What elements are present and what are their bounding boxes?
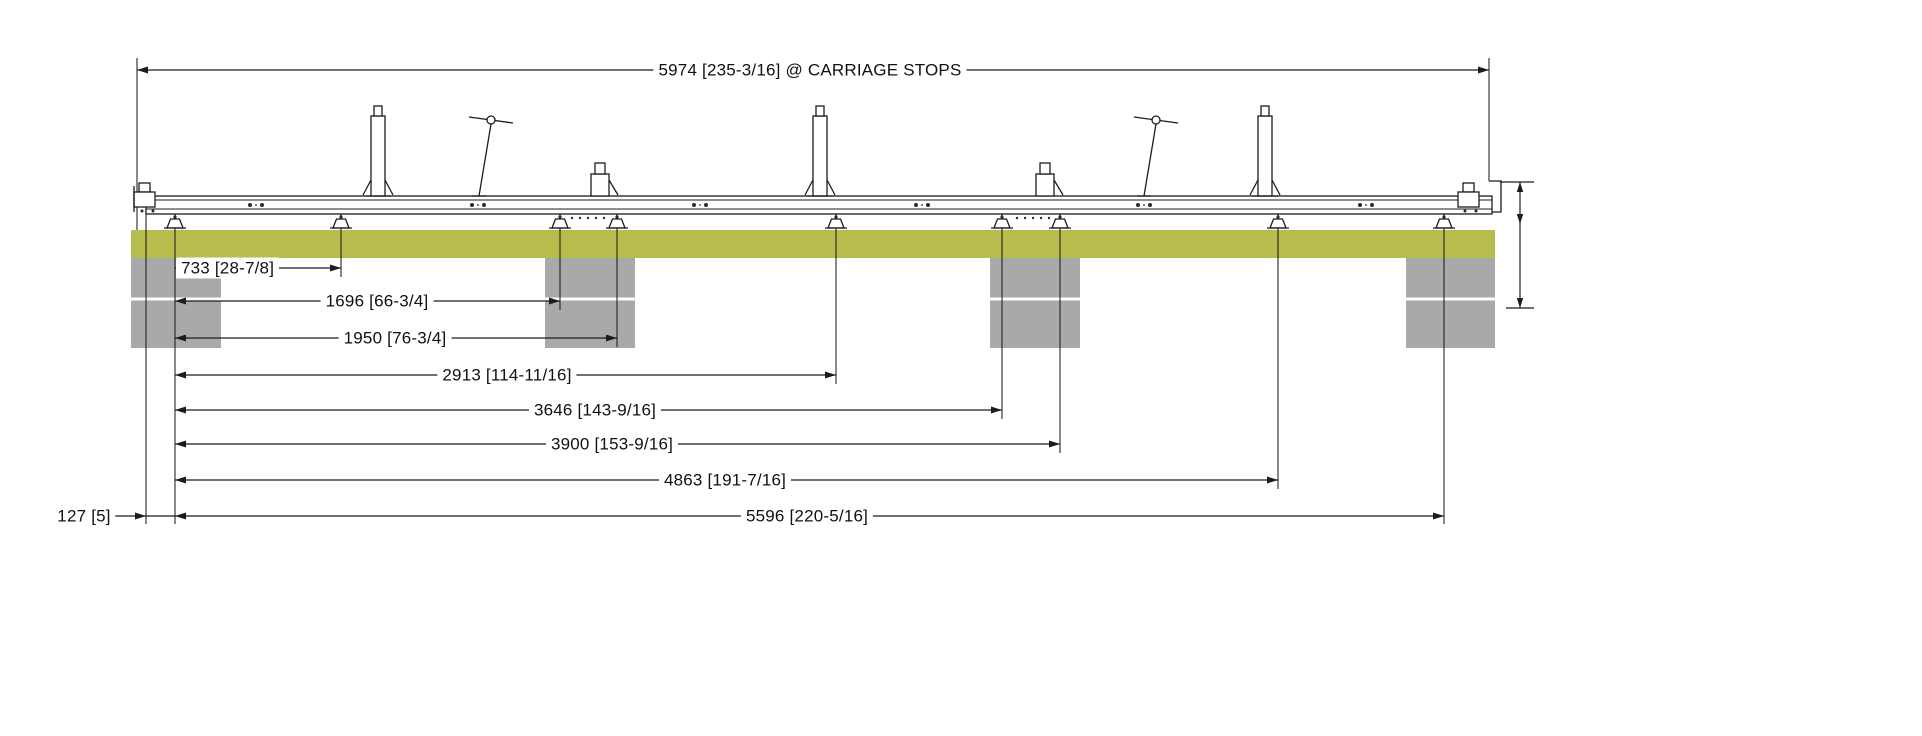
support-block xyxy=(990,258,1080,348)
support-block xyxy=(545,258,635,348)
short-post xyxy=(1035,162,1064,197)
dim-label-carriage-stops: 5974 [235-3/16] @ CARRIAGE STOPS xyxy=(653,59,967,81)
rail-assembly xyxy=(133,105,1502,229)
dim-label-3900: 3900 [153-9/16] xyxy=(545,433,679,455)
fastener-dots xyxy=(570,216,1051,220)
dim-label-5596: 5596 [220-5/16] xyxy=(740,505,874,527)
dim-label-1950: 1950 [76-3/4] xyxy=(338,327,452,349)
dim-label-4863: 4863 [191-7/16] xyxy=(658,469,792,491)
rail-body xyxy=(145,195,1493,215)
lever-handle xyxy=(1133,115,1179,197)
leveling-feet xyxy=(164,214,1455,229)
left-end-clamp xyxy=(133,182,156,213)
dim-label-127: 127 [5] xyxy=(52,505,116,527)
beam-band xyxy=(131,230,1495,258)
dim-label-1696: 1696 [66-3/4] xyxy=(320,290,434,312)
dim-label-733: 733 [28-7/8] xyxy=(176,257,280,279)
dim-label-3646: 3646 [143-9/16] xyxy=(528,399,662,421)
carriage-post xyxy=(804,105,836,197)
rail-holes xyxy=(248,203,1374,207)
support-block xyxy=(1406,258,1495,348)
carriage-post xyxy=(362,105,394,197)
carriage-post xyxy=(1249,105,1281,197)
mounting-beam xyxy=(131,230,1495,258)
extension-lines xyxy=(136,58,1490,524)
lever-handle xyxy=(468,115,514,197)
right-end-clamp xyxy=(1457,180,1502,213)
short-post xyxy=(590,162,619,197)
dimension-arrows xyxy=(135,66,1524,520)
dim-label-2913: 2913 [114-11/16] xyxy=(437,364,577,386)
